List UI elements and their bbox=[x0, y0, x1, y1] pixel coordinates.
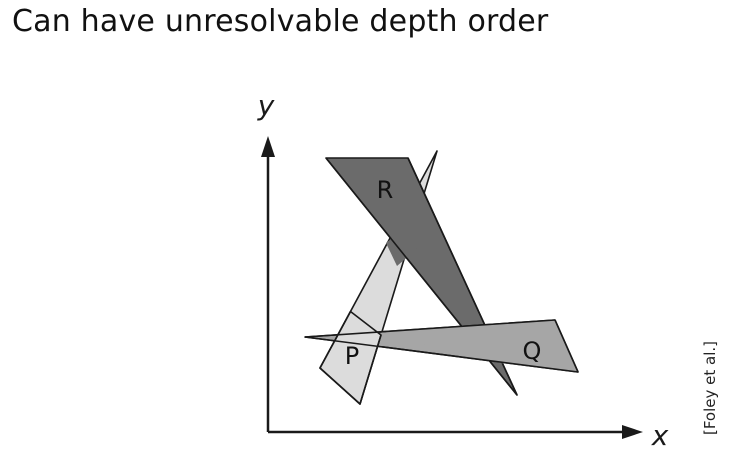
label-q: Q bbox=[523, 337, 542, 365]
axes: y x bbox=[257, 89, 669, 452]
y-axis-label: y bbox=[257, 89, 275, 122]
slide-title: Can have unresolvable depth order bbox=[12, 4, 549, 39]
polygon-q-overlap bbox=[382, 320, 578, 372]
x-axis-label: x bbox=[651, 419, 669, 452]
polygon-q-edge-right bbox=[554, 319, 579, 373]
polygon-q-edge-top bbox=[304, 319, 556, 338]
polygon-q-edge-bottom bbox=[304, 336, 579, 373]
citation: [Foley et al.] bbox=[701, 340, 719, 436]
y-axis-arrow bbox=[261, 136, 275, 157]
polygon-p-overlap-outline bbox=[319, 311, 382, 405]
x-axis-arrow bbox=[622, 425, 643, 439]
label-p: P bbox=[345, 342, 359, 370]
polygon-r-overlap bbox=[386, 226, 417, 266]
label-r: R bbox=[377, 176, 394, 204]
